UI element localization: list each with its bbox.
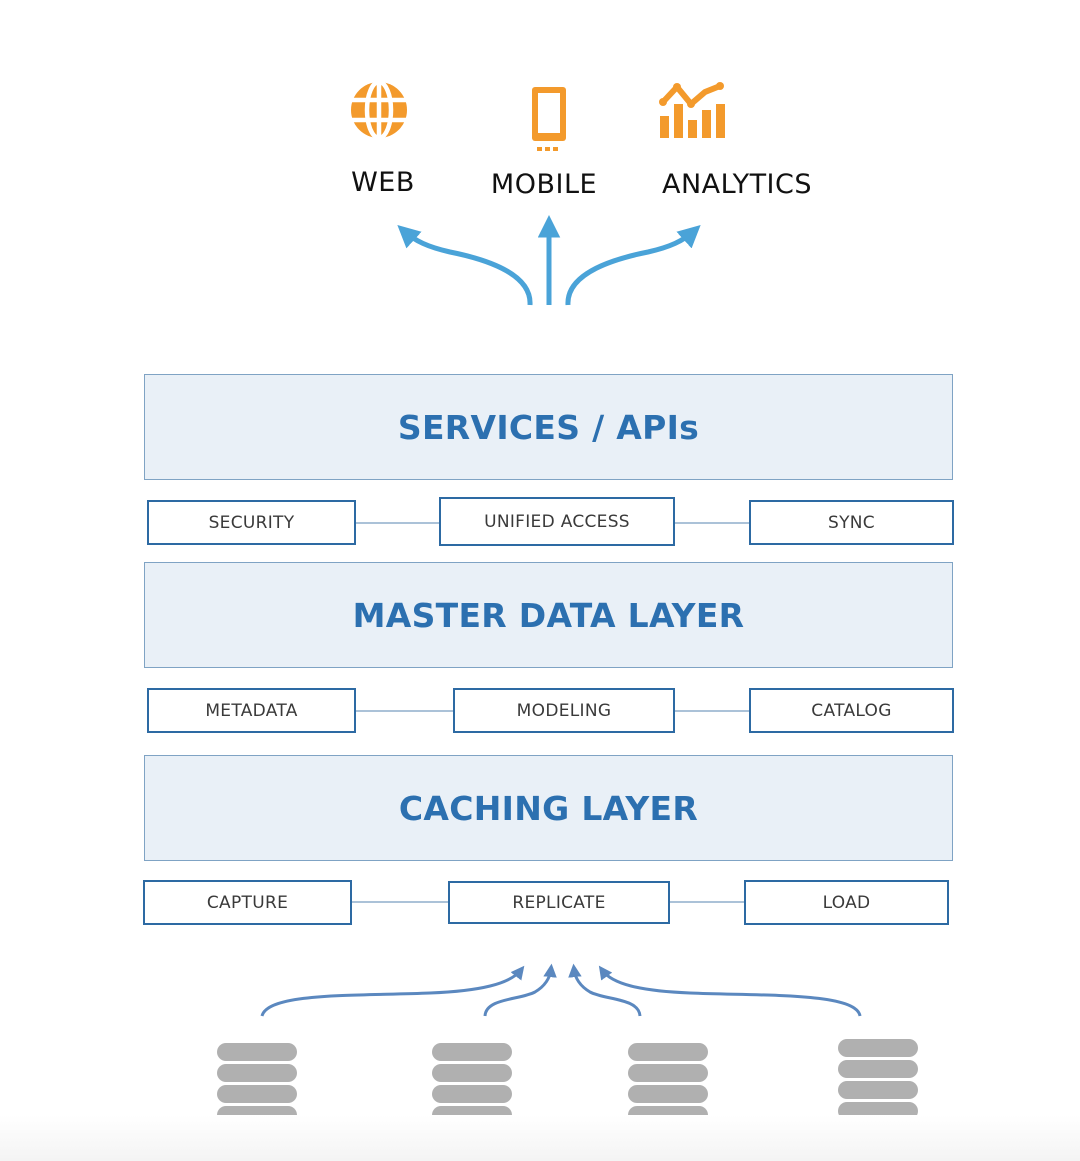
services-layer: SERVICES / APIs (144, 374, 953, 480)
arrow-to-analytics (565, 224, 701, 306)
arrow-from-source-1 (260, 965, 525, 1017)
output-arrows (397, 215, 701, 306)
capability-metadata: METADATA (147, 688, 356, 733)
consumer-label-web: WEB (351, 167, 415, 198)
capability-capture: CAPTURE (143, 880, 352, 925)
master-data-layer: MASTER DATA LAYER (144, 562, 953, 668)
capability-modeling: MODELING (453, 688, 675, 733)
database-icon (432, 1043, 512, 1124)
arrow-from-source-4 (598, 965, 862, 1017)
capability-unified-access: UNIFIED ACCESS (439, 497, 675, 546)
master-data-layer-title: MASTER DATA LAYER (352, 595, 745, 635)
mobile-phone-icon (532, 87, 566, 151)
arrow-from-source-3 (568, 963, 642, 1017)
bottom-shadow (0, 1115, 1080, 1161)
globe-icon (351, 79, 407, 141)
capability-replicate: REPLICATE (448, 881, 670, 924)
consumer-label-analytics: ANALYTICS (661, 169, 813, 200)
database-icon (217, 1043, 297, 1124)
services-layer-title: SERVICES / APIs (397, 407, 700, 447)
capability-sync: SYNC (749, 500, 954, 545)
arrow-to-web (397, 224, 533, 306)
database-icon (838, 1039, 918, 1120)
arrow-from-source-2 (483, 963, 557, 1017)
database-icon (628, 1043, 708, 1124)
analytics-chart-icon (659, 82, 725, 138)
caching-layer-title: CACHING LAYER (398, 788, 699, 828)
connector-lines (351, 522, 749, 903)
capability-security: SECURITY (147, 500, 356, 545)
input-arrows (260, 963, 862, 1017)
capability-catalog: CATALOG (749, 688, 954, 733)
caching-layer: CACHING LAYER (144, 755, 953, 861)
consumer-label-mobile: MOBILE (490, 169, 598, 200)
capability-load: LOAD (744, 880, 949, 925)
